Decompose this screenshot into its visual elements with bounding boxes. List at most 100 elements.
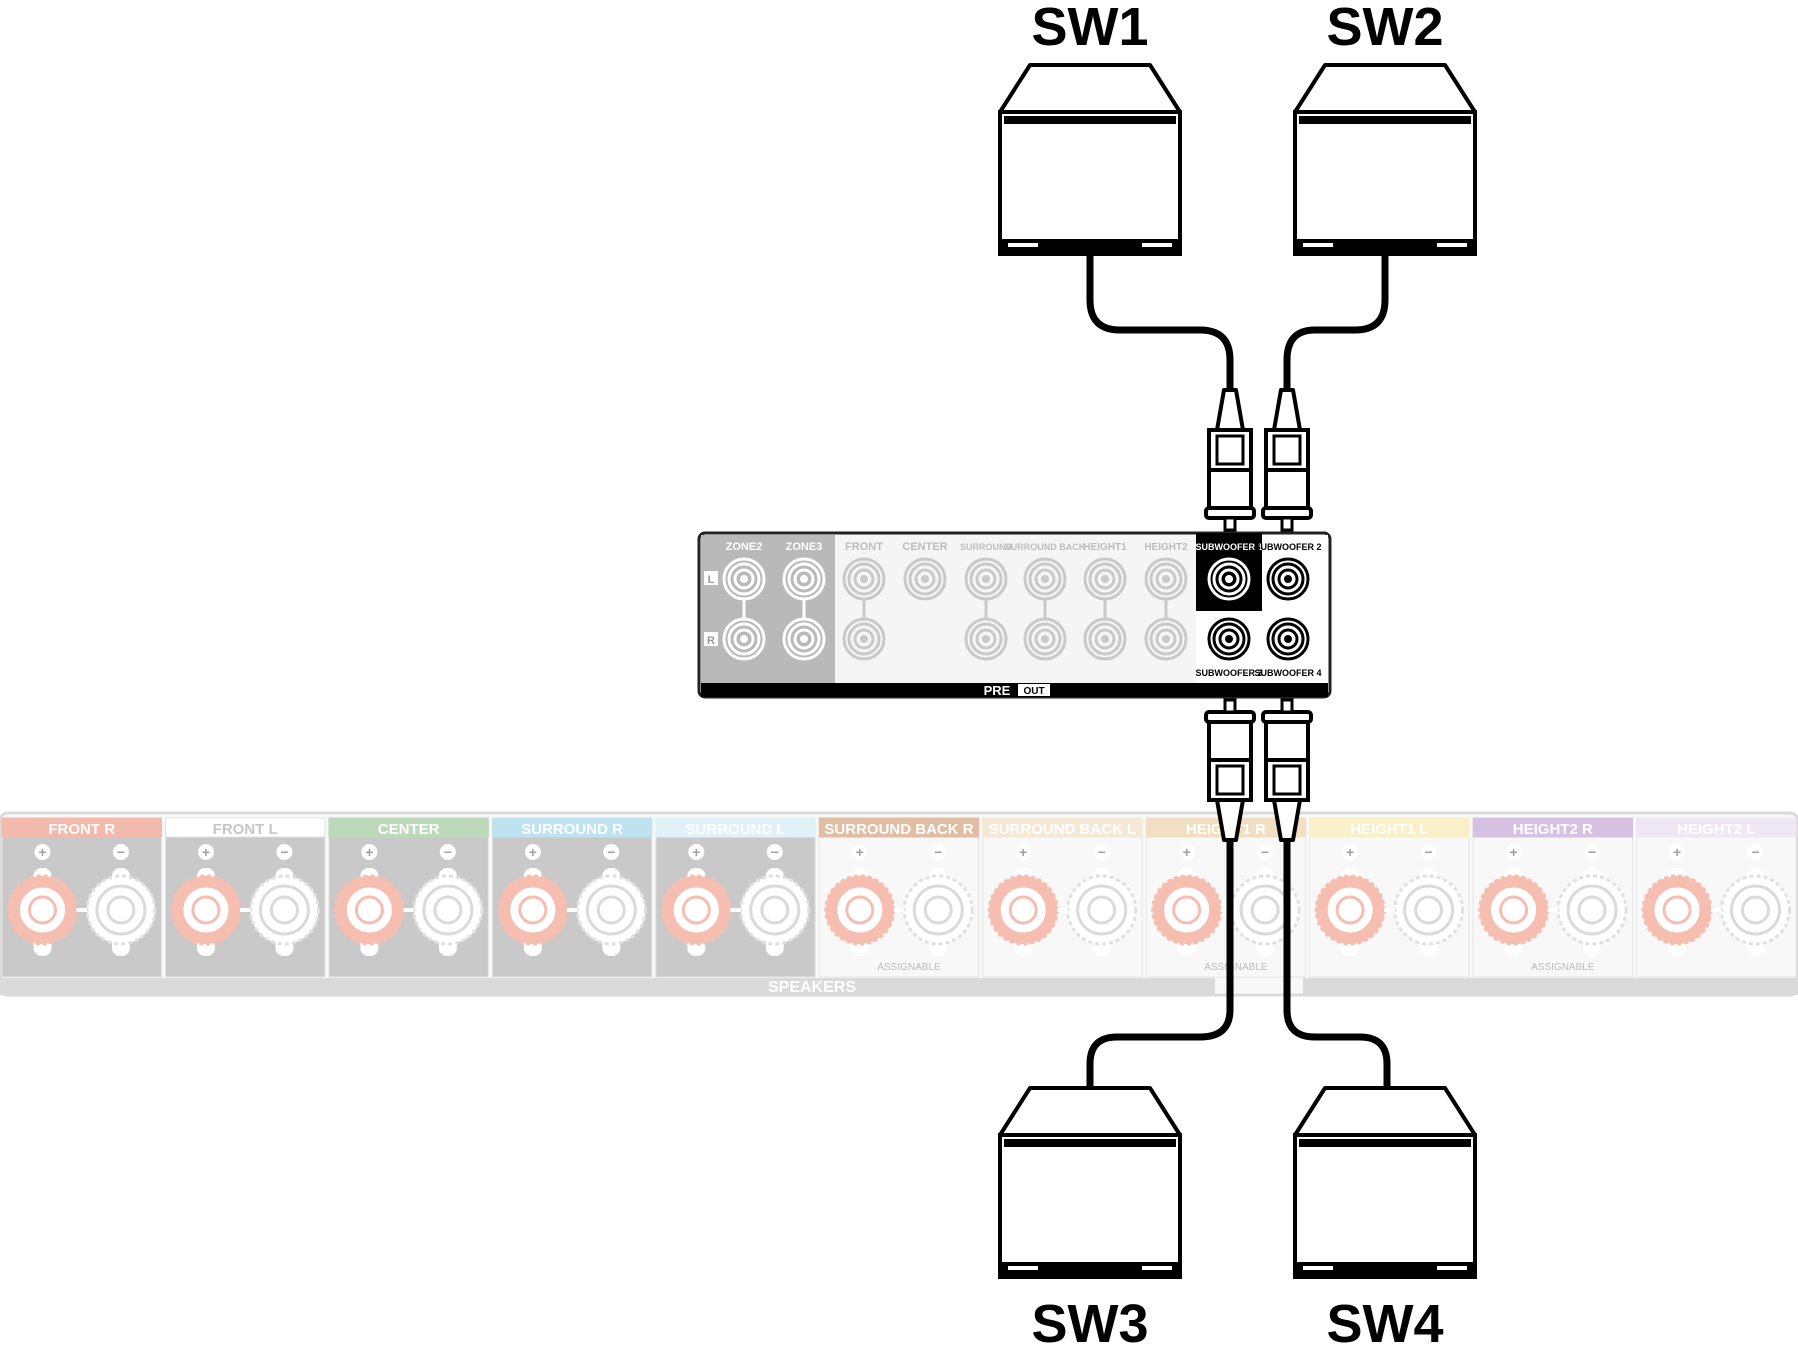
subwoofer-sw1: SW1 — [998, 0, 1182, 256]
channel-jack-top-2 — [903, 557, 947, 601]
subwoofer-label-sw4: SW4 — [1326, 1294, 1443, 1354]
zone3-r-jack — [782, 617, 826, 661]
minus-sign: − — [1424, 844, 1432, 860]
speaker-group-6: SURROUND BACK R+− — [818, 817, 980, 978]
speaker-group-header — [1309, 817, 1470, 838]
speaker-group-header — [328, 817, 489, 838]
subwoofer-sw2: SW2 — [1293, 0, 1477, 256]
polarity-marker — [766, 844, 783, 860]
speaker-group-header — [982, 817, 1143, 838]
channel-surround-back-label: SURROUND BACK — [1005, 542, 1086, 552]
speaker-group-label: SURROUND L — [686, 821, 786, 838]
zone-block — [701, 535, 835, 683]
polarity-marker — [1747, 844, 1764, 860]
polarity-marker — [688, 844, 705, 860]
cable-sw2 — [1283, 251, 1389, 404]
subwoofer-foot-left — [1008, 1266, 1038, 1270]
speaker-group-header — [1, 817, 162, 838]
polarity-marker — [276, 844, 293, 860]
plus-sign: + — [1346, 844, 1354, 860]
subwoofer3-label: SUBWOOFER 3 — [1195, 668, 1262, 678]
minus-sign: − — [771, 844, 779, 860]
speakers-footer-bar-right — [1303, 978, 1798, 995]
polarity-marker — [1505, 844, 1522, 860]
zone3-l-jack — [782, 557, 826, 601]
speaker-group-label: SURROUND BACK R — [824, 821, 973, 838]
speaker-group-label: HEIGHT2 L — [1677, 821, 1755, 838]
subwoofer-front-rim — [1004, 116, 1176, 124]
channel-height2-label: HEIGHT2 — [1144, 542, 1188, 553]
subwoofer2-jack — [1266, 557, 1310, 601]
speaker-group-label: CENTER — [378, 821, 440, 838]
pre-out-panel: ZONE2 ZONE3 L R FRONT CENTER SURROUND SU… — [697, 531, 1332, 699]
subwoofer-front-rim — [1299, 116, 1471, 124]
subwoofer-label-sw2: SW2 — [1326, 0, 1443, 57]
subwoofer1-jack — [1207, 557, 1251, 601]
polarity-marker — [1093, 844, 1110, 860]
channel-front-label: FRONT — [845, 541, 883, 553]
channel-jack-bottom-6 — [1144, 617, 1188, 661]
cable-sw1 — [1086, 251, 1234, 404]
speaker-group-1: FRONT R+− — [1, 817, 162, 978]
polarity-marker — [1015, 844, 1032, 860]
subwoofer3-jack — [1207, 617, 1251, 661]
speaker-group-5: SURROUND L + − — [655, 817, 816, 978]
subwoofer-base — [1000, 239, 1180, 254]
subwoofer4-label: SUBWOOFER 4 — [1254, 668, 1321, 678]
polarity-marker — [524, 844, 541, 860]
channel-surround-label: SURROUND — [960, 542, 1013, 552]
speaker-group-11: HEIGHT2 L+−ASSIGNABLE — [1531, 817, 1797, 978]
plus-sign: + — [856, 844, 864, 860]
polarity-marker — [1669, 844, 1686, 860]
subwoofer2-label: SUBWOOFER 2 — [1254, 542, 1321, 552]
subwoofer-front-face — [1293, 1133, 1477, 1279]
speaker-terminal-strip: FRONT R+−FRONT L+−CENTER+−SURROUND R+−SU… — [0, 811, 1798, 997]
polarity-marker — [603, 844, 620, 860]
side-r-badge — [704, 632, 718, 646]
subwoofer1-label: SUBWOOFER 1 — [1195, 542, 1262, 552]
plug-sub4 — [1261, 698, 1313, 842]
speaker-group-label: HEIGHT1 L — [1350, 821, 1428, 838]
plus-sign: + — [202, 844, 210, 860]
channel-jack-top-6 — [1144, 557, 1188, 601]
subwoofer-foot-right — [1437, 1266, 1467, 1270]
speaker-group-header — [818, 817, 980, 838]
minus-sign: − — [444, 844, 452, 860]
speaker-group-label: HEIGHT2 R — [1513, 821, 1593, 838]
subwoofer-front-face — [1293, 110, 1477, 256]
speaker-group-header — [1636, 817, 1797, 838]
polarity-marker — [1342, 844, 1359, 860]
channel-jack-top-4 — [1023, 557, 1067, 601]
zone2-r-jack — [722, 617, 766, 661]
subwoofer-label-sw3: SW3 — [1031, 1294, 1148, 1354]
subwoofer-sw4: SW4 — [1293, 1086, 1477, 1354]
subwoofer-top-face — [998, 63, 1182, 114]
out-badge — [1018, 684, 1050, 696]
assignable-label: ASSIGNABLE — [877, 962, 941, 973]
polarity-marker — [1584, 844, 1601, 860]
speaker-group-header — [491, 817, 653, 838]
speaker-group-9: HEIGHT1 L+−ASSIGNABLE — [1204, 817, 1470, 978]
plus-sign: + — [1019, 844, 1027, 860]
side-l-badge — [704, 571, 718, 585]
speaker-group-10: HEIGHT2 R + − — [1472, 817, 1634, 978]
minus-sign: − — [1588, 844, 1596, 860]
speaker-group-4: SURROUND R+− — [491, 817, 653, 978]
channel-jack-bottom-3 — [964, 617, 1008, 661]
zone2-label: ZONE2 — [726, 541, 763, 553]
zone2-l-jack — [722, 557, 766, 601]
polarity-marker — [1420, 844, 1437, 860]
subwoofer-foot-left — [1008, 243, 1038, 247]
side-l-label: L — [708, 574, 715, 586]
plus-sign: + — [1509, 844, 1517, 860]
zone3-label: ZONE3 — [786, 541, 823, 553]
plus-sign: + — [692, 844, 700, 860]
speaker-group-2: FRONT L+− — [164, 817, 326, 978]
plug-sub3 — [1204, 698, 1256, 842]
polarity-marker — [930, 844, 947, 860]
channel-jack-top-1 — [842, 557, 886, 601]
channel-jack-bottom-5 — [1083, 617, 1127, 661]
subwoofer-top-face — [1293, 63, 1477, 114]
plus-sign: + — [529, 844, 537, 860]
